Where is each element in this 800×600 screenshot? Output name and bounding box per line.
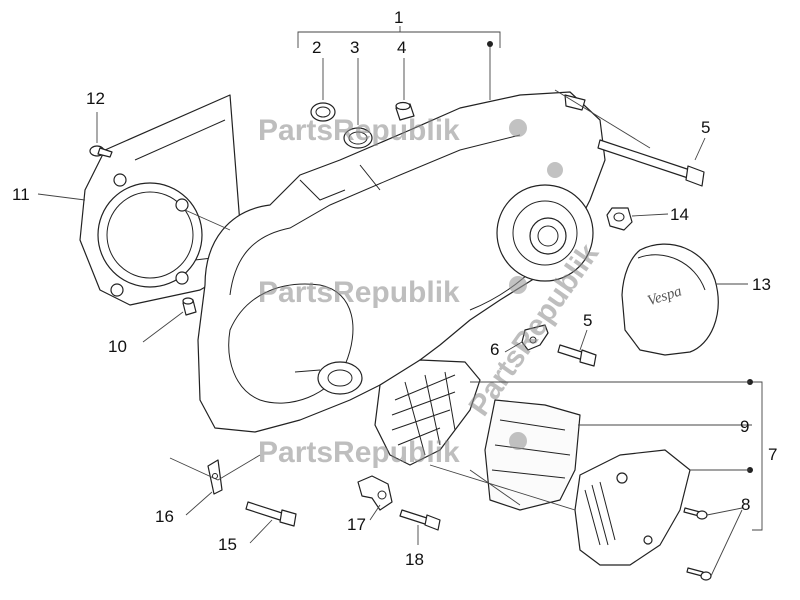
callout-10[interactable]: 10 xyxy=(108,337,127,356)
part-8-screw-upper[interactable] xyxy=(683,507,708,520)
part-16-clip-plate[interactable] xyxy=(207,459,223,495)
part-5-bolt-upper[interactable] xyxy=(597,139,705,187)
callout-7[interactable]: 7 xyxy=(768,445,777,464)
watermark-text-middle: PartsRepublik xyxy=(258,276,460,309)
part-3-o-ring[interactable] xyxy=(343,127,373,149)
callout-17[interactable]: 17 xyxy=(347,515,366,534)
callout-13[interactable]: 13 xyxy=(752,275,771,294)
part-12-screw[interactable] xyxy=(89,145,113,158)
part-2-seal-ring[interactable] xyxy=(310,102,336,122)
callout-11[interactable]: 11 xyxy=(12,185,30,204)
callout-labels: 1 2 3 4 5 5 6 7 8 9 10 11 12 13 14 15 16… xyxy=(12,8,777,569)
callout-15[interactable]: 15 xyxy=(218,535,237,554)
part-1-crankcase-cover[interactable] xyxy=(197,91,606,433)
part-11-shield-plate[interactable] xyxy=(79,94,243,306)
part-13-logo-cover[interactable]: Vespa xyxy=(621,243,719,356)
callout-1[interactable]: 1 xyxy=(394,8,403,27)
callout-18[interactable]: 18 xyxy=(405,550,424,569)
callout-2[interactable]: 2 xyxy=(312,38,321,57)
part-7-filter-grille[interactable] xyxy=(374,359,481,466)
part-9-filter-sponge[interactable] xyxy=(484,399,581,511)
callout-12[interactable]: 12 xyxy=(86,89,105,108)
watermark-gear-icon xyxy=(509,432,527,450)
callout-3[interactable]: 3 xyxy=(350,38,359,57)
part-17-clamp[interactable] xyxy=(357,475,393,511)
callout-4[interactable]: 4 xyxy=(397,38,406,57)
part-8-screw-lower[interactable] xyxy=(686,567,712,581)
watermark-gear-icon xyxy=(509,119,527,137)
watermark-text-bottom: PartsRepublik xyxy=(258,436,460,469)
part-15-bolt[interactable] xyxy=(245,501,297,527)
part-7-filter-housing[interactable] xyxy=(574,449,691,566)
leader-lines xyxy=(37,26,763,577)
part-10-screw[interactable] xyxy=(182,297,197,316)
part-14-bushing[interactable] xyxy=(606,207,633,231)
watermark-gear-icon xyxy=(509,276,527,294)
callout-8[interactable]: 8 xyxy=(741,495,750,514)
part-4-dowel-pin[interactable] xyxy=(395,101,415,121)
callout-5-lower[interactable]: 5 xyxy=(583,311,592,330)
watermark-gear-icon xyxy=(547,162,563,178)
callout-5-upper[interactable]: 5 xyxy=(701,118,710,137)
callout-9[interactable]: 9 xyxy=(740,417,749,436)
part-18-bolt[interactable] xyxy=(399,509,441,531)
callout-16[interactable]: 16 xyxy=(155,507,174,526)
part-5-bolt-lower[interactable] xyxy=(557,344,597,367)
callout-6[interactable]: 6 xyxy=(490,340,499,359)
watermark-text-top: PartsRepublik xyxy=(258,114,460,147)
callout-14[interactable]: 14 xyxy=(670,205,689,224)
